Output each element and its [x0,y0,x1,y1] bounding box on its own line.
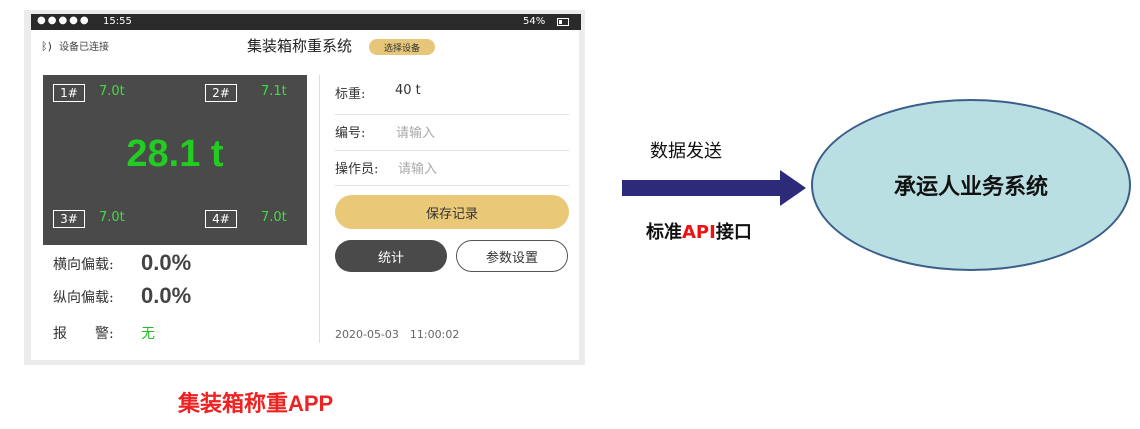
sensor-1-value: 7.0t [99,84,125,99]
data-flow-arrow-icon [622,170,806,206]
parameter-settings-button[interactable]: 参数设置 [456,240,568,272]
sensor-4-label: 4# [205,210,237,228]
total-weight: 28.1 t [126,133,224,175]
operator-input[interactable]: 请输入 [398,162,438,177]
sensor-2-value: 7.1t [261,84,287,99]
app-caption: 集装箱称重APP [178,391,334,416]
column-divider [319,75,320,343]
operator-label: 操作员: [335,162,379,177]
sensor-4-value: 7.0t [261,210,287,225]
app-screen: ᛒ) 设备已连接 集装箱称重系统 选择设备 1# 7.0t 2# 7.1t 28… [31,30,579,360]
longitudinal-offset-value: 0.0% [141,283,192,308]
divider [335,185,569,186]
lateral-offset-value: 0.0% [141,250,192,275]
battery-level: 54% [523,16,546,27]
save-record-button[interactable]: 保存记录 [335,195,569,229]
bluetooth-status: 设备已连接 [59,42,109,53]
lateral-offset-label: 横向偏载: [53,257,114,273]
api-suffix: 接口 [715,222,752,243]
status-time: 15:55 [103,16,132,27]
battery-icon [557,18,569,26]
divider [335,150,569,151]
tare-value: 40 t [395,83,421,98]
carrier-business-system: 承运人业务系统 [811,99,1131,271]
statistics-button[interactable]: 统计 [335,240,447,272]
app-title: 集装箱称重系统 [247,37,353,55]
datetime: 2020-05-03 11:00:02 [335,328,460,341]
sensor-3-label: 3# [53,210,85,228]
alarm-value: 无 [141,326,155,342]
sensor-3-value: 7.0t [99,210,125,225]
sensor-1-label: 1# [53,84,85,102]
data-send-label: 数据发送 [650,141,722,162]
api-prefix: 标准 [646,222,682,243]
bluetooth-icon: ᛒ) [41,40,52,53]
divider [335,114,569,115]
weight-panel: 1# 7.0t 2# 7.1t 28.1 t 3# 7.0t 4# 7.0t [43,75,307,245]
sensor-2-label: 2# [205,84,237,102]
number-input[interactable]: 请输入 [396,126,436,141]
carrier-system-label: 承运人业务系统 [893,175,1048,200]
tare-label: 标重: [335,87,366,102]
status-bar: ●●●●● 15:55 54% [31,14,581,30]
number-label: 编号: [335,126,366,141]
longitudinal-offset-label: 纵向偏载: [53,290,114,306]
api-highlight: API [682,222,716,243]
alarm-label: 报 警: [53,326,114,342]
signal-indicator: ●●●●● [37,15,91,26]
api-interface-label: 标准API接口 [646,218,752,244]
select-device-button[interactable]: 选择设备 [369,39,435,55]
